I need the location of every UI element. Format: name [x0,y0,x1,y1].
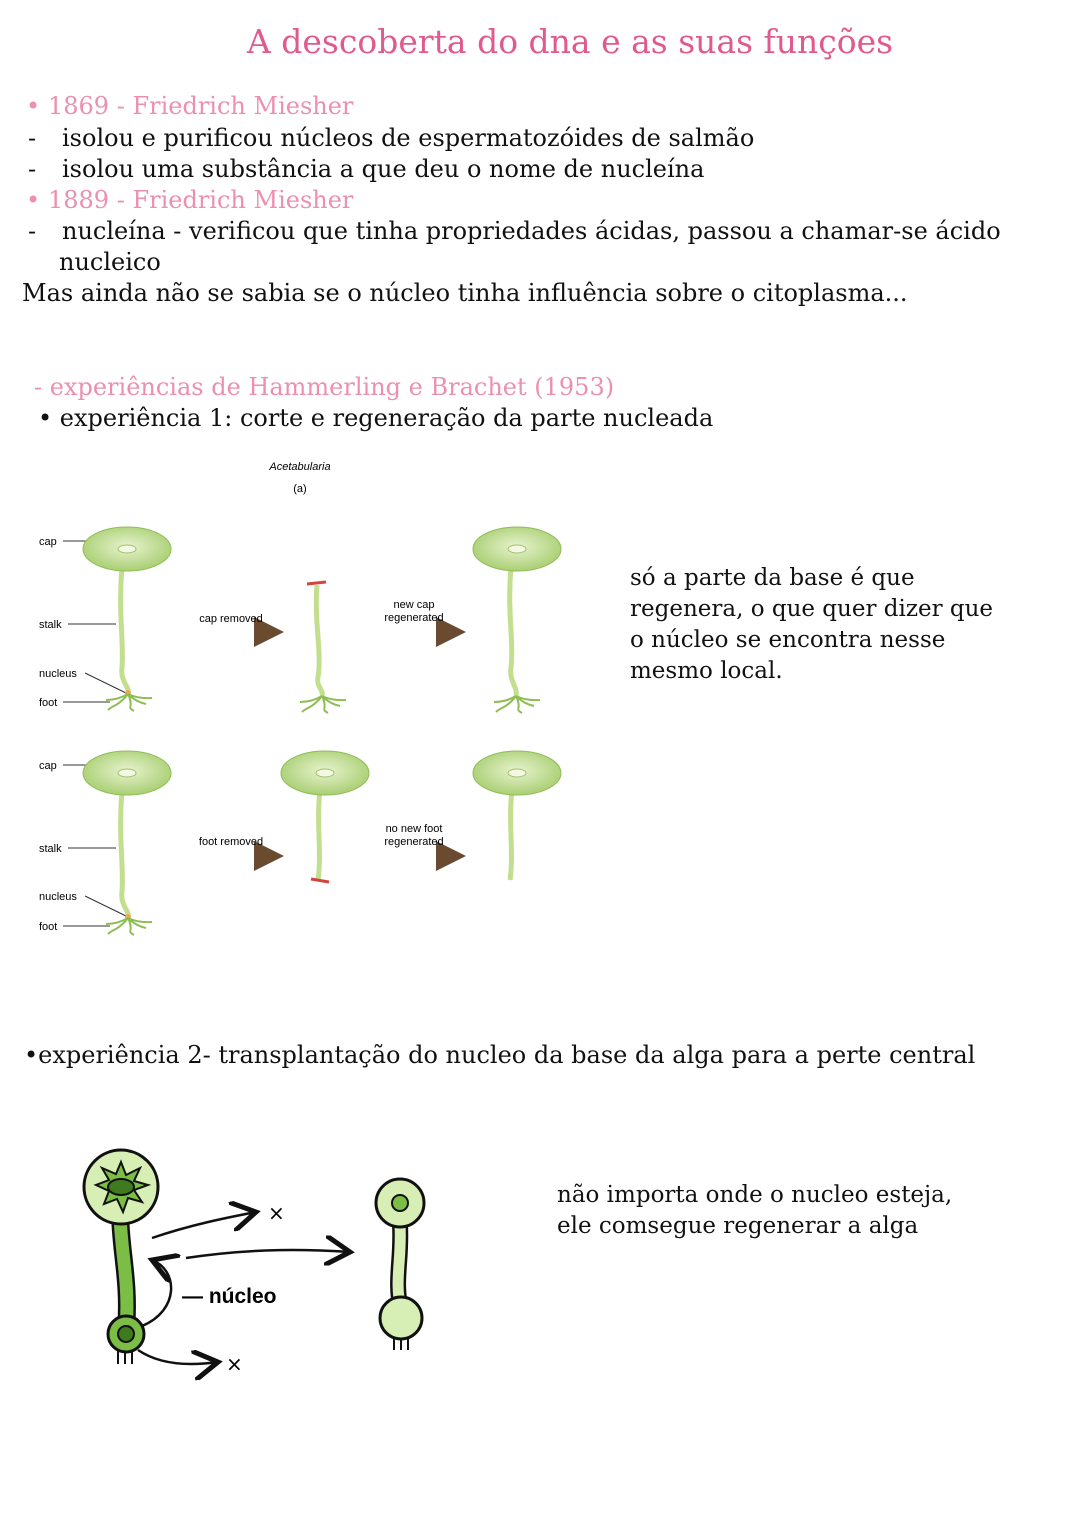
svg-text:nucleus: nucleus [39,668,77,680]
svg-text:stalk: stalk [39,619,62,631]
svg-text:cap: cap [39,536,57,548]
svg-text:foot: foot [39,697,57,709]
row-1: cap stalk nucleus foot cap removed new c… [39,526,562,714]
figure-title: Acetabularia [268,461,330,473]
arrow-foot-to-x [137,1350,218,1364]
timeline-item: -nucleína - verificou que tinha propried… [28,217,1001,245]
svg-text:cap removed: cap removed [199,613,263,625]
nucleus-transplant-figure: × × — núcleo [82,1148,426,1390]
alga-right [374,1177,426,1350]
experiment-2-heading: •experiência 2- transplantação do nucleo… [24,1041,976,1069]
nucleus-label: — núcleo [182,1285,277,1308]
timeline-entry-1889: •1889 - Friedrich Miesher [26,186,354,214]
svg-text:new cap: new cap [394,599,435,611]
alga-left [82,1148,160,1364]
svg-text:no new foot: no new foot [386,823,443,835]
arrow-cap-to-x [151,1212,256,1240]
note-experiment-2: não importa onde o nucleo esteja, ele co… [557,1182,953,1239]
acetabularia-figure: Acetabularia (a) cap stalk nucleus foot … [39,461,562,936]
timeline-item-continued: nucleico [59,248,161,276]
svg-text:nucleus: nucleus [39,891,77,903]
foot-shape [105,693,153,712]
svg-text:cap: cap [39,760,57,772]
timeline-entry-1869: •1869 - Friedrich Miesher [26,92,354,120]
arrow-transplant [185,1250,350,1258]
svg-text:regenerated: regenerated [384,836,443,848]
section-heading: - experiências de Hammerling e Brachet (… [34,373,615,401]
row-2: cap stalk nucleus foot foot removed no n… [39,750,562,936]
arrow-nucleus-up [141,1260,171,1328]
bullet: • [26,186,41,214]
x-mark: × [226,1352,243,1376]
note-experiment-1: só a parte da base é que regenera, o que… [630,565,994,684]
stalk-shape [118,566,131,694]
experiment-1-heading: • experiência 1: corte e regeneração da … [38,404,714,432]
x-mark: × [268,1201,285,1225]
bullet: • [26,92,41,120]
timeline-item: -isolou uma substância a que deu o nome … [28,155,705,183]
figure-panel-label: (a) [293,483,306,495]
conclusion-text: Mas ainda não se sabia se o núcleo tinha… [22,279,908,307]
svg-text:foot: foot [39,921,57,933]
timeline-item: -isolou e purificou núcleos de espermato… [28,124,755,152]
page-title: A descoberta do dna e as suas funções [246,22,894,61]
svg-text:regenerated: regenerated [384,612,443,624]
cut-mark [310,877,330,884]
cut-mark [306,580,327,586]
svg-text:foot removed: foot removed [199,836,263,848]
svg-text:stalk: stalk [39,843,62,855]
cap-shape [82,526,172,572]
